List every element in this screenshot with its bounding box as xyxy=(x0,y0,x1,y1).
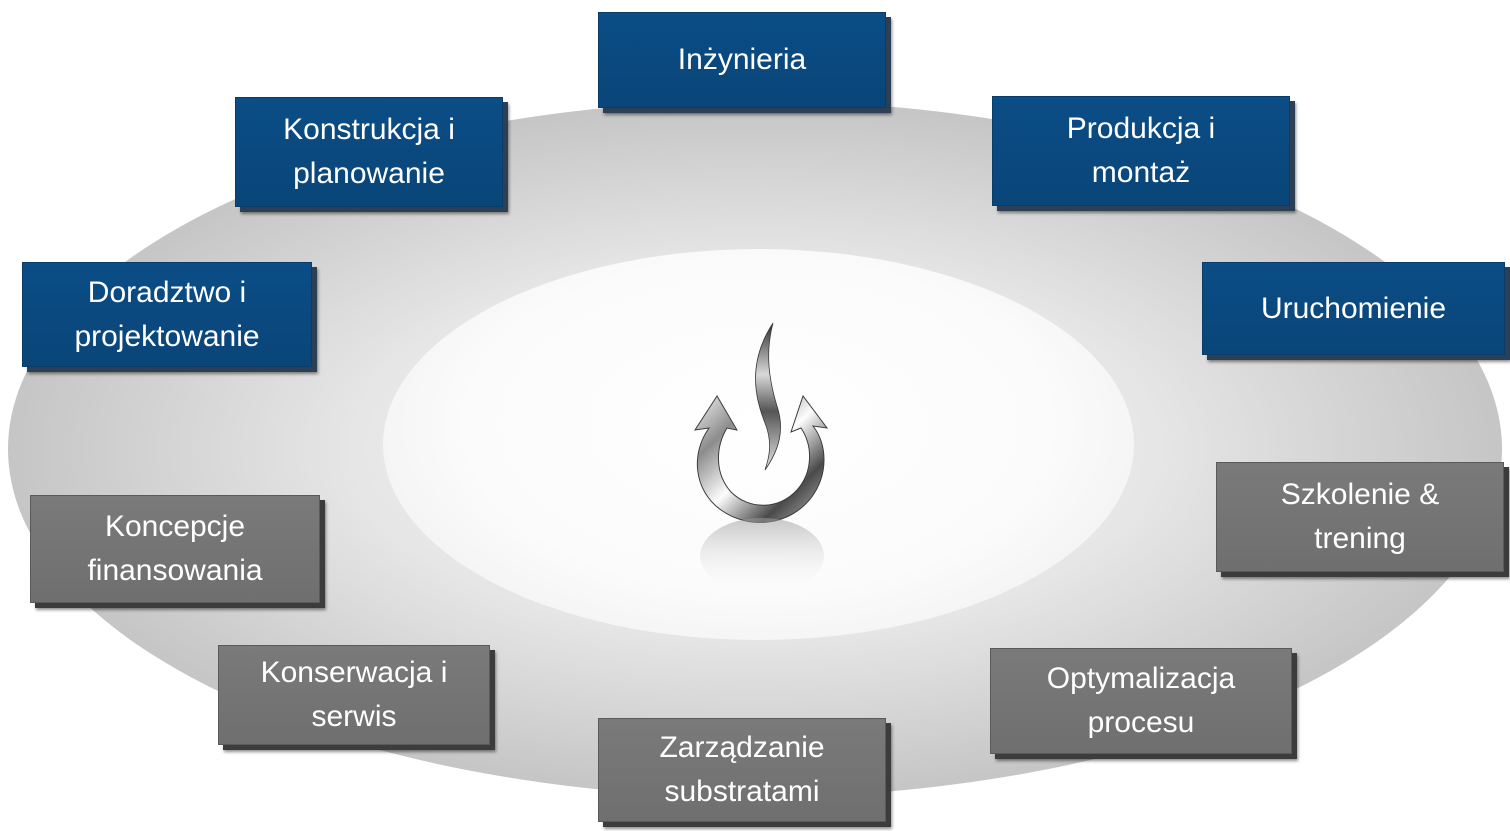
power-flame-icon xyxy=(693,322,829,594)
node-label: Optymalizacja procesu xyxy=(1046,662,1236,739)
node-label: Zarządzanie substratami xyxy=(659,731,825,808)
node-optymalizacja: Optymalizacja procesu xyxy=(990,648,1292,754)
node-doradztwo: Doradztwo i projektowanie xyxy=(22,262,312,367)
node-label: Doradztwo i projektowanie xyxy=(74,275,260,353)
node-konstrukcja: Konstrukcja i planowanie xyxy=(235,97,503,207)
node-label: Inżynieria xyxy=(677,43,807,76)
node-label: Szkolenie & trening xyxy=(1280,478,1440,555)
node-label: Koncepcje finansowania xyxy=(87,510,263,587)
node-koncepcje: Koncepcje finansowania xyxy=(30,495,320,603)
node-label: Uruchomienie xyxy=(1260,291,1447,325)
node-label: Konserwacja i serwis xyxy=(260,656,448,733)
node-konserwacja: Konserwacja i serwis xyxy=(218,645,490,745)
node-label: Konstrukcja i planowanie xyxy=(283,113,455,190)
node-uruchomienie: Uruchomienie xyxy=(1202,262,1505,355)
node-szkolenie: Szkolenie & trening xyxy=(1216,462,1504,572)
node-zarzadzanie: Zarządzanie substratami xyxy=(598,718,886,822)
node-inzynieria: Inżynieria xyxy=(598,12,886,108)
node-produkcja: Produkcja i montaż xyxy=(992,96,1290,206)
node-label: Produkcja i montaż xyxy=(1066,112,1216,189)
